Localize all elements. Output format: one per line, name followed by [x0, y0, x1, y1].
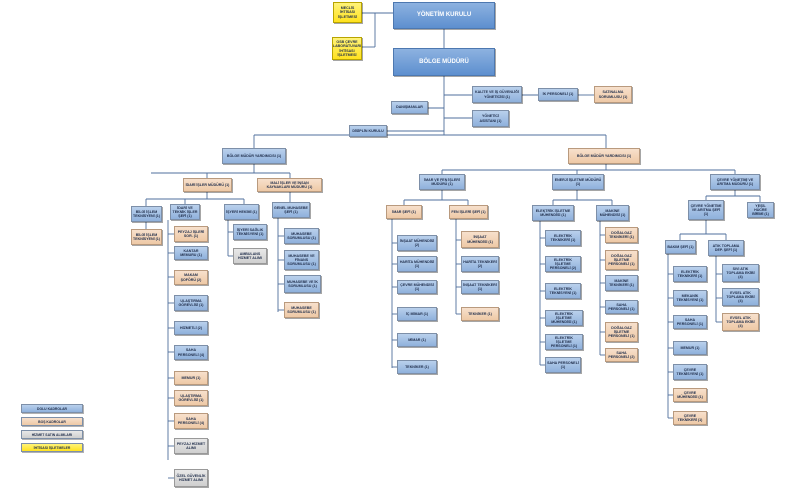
kantar-memuru-box: KANTAR MEMURU (1) — [174, 246, 208, 260]
meclis-ihtisas-box: MECLİS İHTİSASI İŞLETMESİ — [333, 2, 362, 23]
saha-personeli-b-box: SAHA PERSONELİ (4) — [174, 413, 208, 429]
muhasebe-sorumlusu-b-box: MUHASEBE SORUMLUSU (1) — [284, 302, 319, 318]
legend-ihtisas-isletmeler: İHTİSASI İŞLETMELER — [21, 443, 83, 452]
dogalgaz-personeli-box: DOĞALGAZ İŞLETME PERSONELİ (1) — [605, 250, 638, 270]
evsel-atik-b-box: EVSEL ATIK TOPLAMA EKİBİ (4) — [722, 313, 759, 331]
yesil-hucre-box: YEŞİL HÜCRE BİRİMİ (1) — [747, 202, 774, 218]
isyeri-hekimi-box: İŞYERİ HEKİMİ (1) — [224, 204, 259, 220]
sivi-atik-box: SIVI ATIK TOPLAMA EKİBİ (4) — [722, 264, 759, 282]
cevre-yonetimi-sefi-box: ÇEVRE YÖNETİMİ VE ARITMA ŞEFİ (1) — [688, 200, 724, 220]
kalite-box: KALİTE VE İŞ GÜVENLİĞİ YÖNETİCİSİ (1) — [472, 86, 522, 103]
saha-personeli-d-box: SAHA PERSONELİ (1) — [605, 300, 638, 314]
memur-b-box: MEMUR (1) — [673, 341, 707, 355]
insaat-teknikeri-box: İNŞAAT TEKNİKERİ (1) — [461, 280, 499, 294]
elektrik-isletme-pers-b-box: ELEKTRİK İŞLETME PERSONELİ (1) — [545, 334, 583, 350]
saha-personeli-a-box: SAHA PERSONELİ (4) — [174, 345, 208, 360]
evsel-atik-box: EVSEL ATIK TOPLAMA EKİBİ (4) — [722, 288, 759, 306]
bolge-muduru-box: BÖLGE MÜDÜRÜ — [393, 48, 495, 76]
dogalgaz-personeli-b-box: DOĞALGAZ İŞLETME PERSONELİ (1) — [605, 322, 638, 342]
harita-muh-box: HARİTA MÜHENDİSİ (1) — [397, 256, 437, 272]
bilgi-islem-box: BİLGİ İŞLEM TEKNİSYENİ (1) — [131, 206, 162, 222]
bilgi-islem-2-box: BİLGİ İŞLEM TEKNİSYENİ (1) — [131, 229, 162, 245]
osb-lab-box: OSB ÇEVRE LABORATUVARI İHTİSASI İŞLETMES… — [332, 37, 362, 60]
legend-bos-kadrolar: BOŞ KADROLAR — [21, 417, 83, 426]
elektrik-teknisyeni-box: ELEKTRİK TEKNİSYENİ (1) — [545, 283, 581, 299]
mekanik-teknisyeni-box: MEKANİK TEKNİSYENİ (1) — [673, 290, 707, 306]
isyeri-saglik-box: İŞYERİ SAĞLIK TEKNİSYENİ (1) — [233, 224, 267, 240]
enerji-isletme-muduru-box: ENERJİ İŞLETME MÜDÜRÜ (1) — [552, 174, 604, 190]
imar-fen-muduru-box: İMAR VE FEN İŞLERİ MÜDÜRÜ (1) — [419, 174, 465, 190]
hizmetli-box: HİZMETLİ (2) — [174, 321, 208, 335]
saha-personeli-c-box: SAHA PERSONELİ (1) — [545, 357, 581, 373]
ozel-guvenlik-box: ÖZEL GÜVENLİK HİZMET ALIMI — [174, 469, 208, 487]
ulastirma-b-box: ULAŞTIRMA GÖREVLİSİ (1) — [174, 390, 208, 406]
elektrik-teknikeri-cevre-box: ELEKTRİK TEKNİKERİ (1) — [673, 266, 707, 282]
fen-isleri-sefi-box: FEN İŞLERİ ŞEFİ (1) — [449, 205, 488, 219]
cevre-yonetimi-muduru-box: ÇEVRE YÖNETİMİ VE ARITMA MÜDÜRÜ (1) — [710, 174, 760, 190]
elektrik-isletme-muh-box: ELEKTRİK İŞLETME MÜHENDİSİ (1) — [545, 310, 583, 326]
peyzaj-hizmet-box: PEYZAJ HİZMET ALIMI — [174, 438, 208, 454]
mali-isler-box: MALİ İŞLER VE İNSAN KAYNAKLARI MÜDÜRÜ (1… — [257, 178, 322, 192]
mimar-box: MİMAR (1) — [397, 333, 437, 347]
cevre-teknikeri-box: ÇEVRE TEKNİKERİ (1) — [673, 411, 707, 425]
makine-muh-box: MAKİNE MÜHENDİSİ (1) — [596, 205, 629, 221]
ic-mimar-box: İÇ MİMAR (1) — [397, 307, 437, 321]
ik-personeli-box: İK PERSONELİ (1) — [538, 88, 578, 101]
imar-sefi-box: İMAR ŞEFİ (1) — [386, 205, 422, 219]
satinalma-box: SATINALMA SORUMLUSU (1) — [594, 86, 632, 103]
muhasebe-finans-box: MUHASEBE VE FİNANS SORUMLUSU (1) — [284, 250, 319, 270]
idari-isler-muduru-box: İDARİ İŞLER MÜDÜRÜ (1) — [183, 178, 232, 192]
cevre-muh-b-box: ÇEVRE MÜHENDİSİ (1) — [673, 388, 707, 402]
legend-dolu-kadrolar: DOLU KADROLAR — [21, 404, 83, 413]
tekniker-b-box: TEKNİKER (1) — [461, 307, 499, 321]
bakim-sefi-box: BAKIM ŞEFİ (1) — [665, 240, 696, 254]
legend-hizmet-satin-alimlari: HİZMET SATIN ALIMLARI — [21, 430, 83, 439]
elektrik-isletme-pers-box: ELEKTRİK İŞLETME PERSONELİ (2) — [545, 256, 581, 272]
saha-personeli-f-box: SAHA PERSONELİ (1) — [673, 315, 707, 329]
bolge-mudur-yardimcisi-left: BÖLGE MÜDÜR YARDIMCISI (1) — [222, 148, 286, 164]
insaat-muh-b-box: İNŞAAT MÜHENDİSİ (1) — [461, 231, 499, 248]
ambulans-box: AMBULANS HİZMET ALIMI — [233, 248, 267, 264]
harita-teknikeri-box: HARİTA TEKNİKERİ (2) — [461, 256, 499, 272]
muhasebe-sorumlusu-box: MUHASEBE SORUMLUSU (1) — [284, 228, 319, 244]
tekniker-a-box: TEKNİKER (1) — [397, 360, 437, 374]
idari-teknik-sef-box: İDARİ VE TEKNİK İŞLER ŞEFİ (1) — [170, 204, 200, 220]
makine-teknikeri-box: MAKİNE TEKNİKERİ (1) — [605, 275, 638, 291]
cevre-teknisyeni-box: ÇEVRE TEKNİSYENİ (1) — [673, 364, 707, 380]
insaat-muh-a-box: İNŞAAT MÜHENDİSİ (2) — [397, 235, 437, 251]
ulastirma-gorevlisi-box: ULAŞTIRMA GÖREVLİSİ (1) — [174, 295, 208, 311]
disiplin-kurulu-box: DİSİPLİN KURULU — [349, 125, 387, 137]
bolge-mudur-yardimcisi-right: BÖLGE MÜDÜR YARDIMCISI (1) — [568, 148, 640, 164]
saha-personeli-e-box: SAHA PERSONELİ (2) — [605, 348, 638, 362]
memur-a-box: MEMUR (1) — [174, 371, 208, 385]
yonetici-asistani-box: YÖNETİCİ ASİSTANI (1) — [472, 110, 509, 127]
makam-soforu-box: MAKAM ŞOFÖRÜ (2) — [174, 270, 208, 285]
genel-muhasebe-box: GENEL MUHASEBE ŞEFİ (1) — [272, 202, 310, 218]
elektrik-teknikeri-box: ELEKTRİK TEKNİKERİ (1) — [545, 230, 581, 246]
cevre-muh-a-box: ÇEVRE MÜHENDİSİ (1) — [397, 280, 437, 294]
danismanlar-box: DANIŞMANLAR — [391, 101, 428, 114]
elektrik-muh-box: ELEKTRİK İŞLETME MÜHENDİSİ (1) — [532, 205, 574, 221]
muhasebe-ik-box: MUHASEBE VE İK SORUMLUSU (1) — [284, 275, 321, 293]
yonetim-kurulu-box: YÖNETİM KURULU — [393, 2, 495, 29]
atik-toplama-sef-box: ATIK TOPLAMA DEP. ŞEFİ (1) — [708, 240, 744, 256]
peyzaj-sef-box: PEYZAJ İŞLERİ SOR. (1) — [174, 226, 208, 242]
dogalgaz-teknikeri-box: DOĞALGAZ TEKNİKERİ (1) — [605, 227, 638, 243]
